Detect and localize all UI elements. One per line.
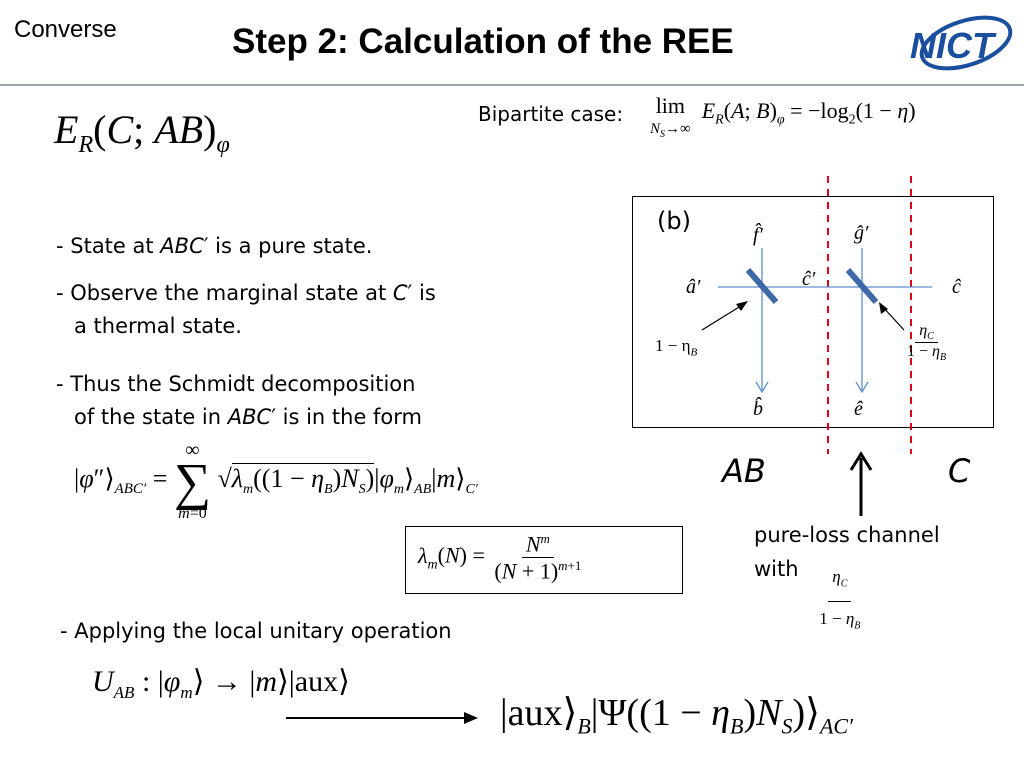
bullet-pure-state: - State at ABC′ is a pure state. <box>56 234 373 258</box>
channel-arrow <box>849 451 873 516</box>
label-b-out: b̂ <box>753 398 763 420</box>
label-e-out: ê <box>854 398 863 420</box>
bipartite-label: Bipartite case: <box>478 102 624 126</box>
label-f-prime: f̂′ <box>753 224 763 246</box>
label-c-prime: ĉ′ <box>802 268 816 290</box>
beam-diagram <box>701 176 932 454</box>
bullet-marginal-state: - Observe the marginal state at C′ is a … <box>56 281 436 338</box>
label-a-prime: â′ <box>686 276 701 298</box>
label-g-prime: ĝ′ <box>854 222 869 244</box>
label-one-minus-eta-b: 1 − ηB <box>655 336 698 359</box>
beam-splitter-c <box>845 268 879 304</box>
label-c: C <box>948 452 971 490</box>
schmidt-formula: |φ″⟩ABC′ = ∞∑m=0 √λm((1 − ηB)NS)|φm⟩AB|m… <box>74 439 478 522</box>
figure-b-label: (b) <box>657 207 691 235</box>
arrowhead-b <box>755 381 769 394</box>
pointer-eta-b <box>701 303 745 331</box>
slide-title: Step 2: Calculation of the REE <box>232 22 734 61</box>
label-c-out: ĉ <box>952 276 961 298</box>
bullet-local-unitary: - Applying the local unitary operation <box>60 619 452 643</box>
nict-logo: NICT <box>910 15 1013 71</box>
label-ab: AB <box>722 452 766 490</box>
bullet-schmidt: - Thus the Schmidt decomposition of the … <box>56 372 423 429</box>
beam-splitter-b <box>745 268 779 304</box>
figure-b-frame <box>632 196 994 428</box>
section-label: Converse <box>14 16 117 43</box>
result-formula: |aux⟩B|Ψ((1 − ηB)NS)⟩AC′ <box>500 692 853 739</box>
logo-orbit <box>919 15 1013 71</box>
lambda-formula: λm(N) = Nm(N + 1)m+1 <box>418 531 582 584</box>
arrowhead-e <box>855 381 869 394</box>
unitary-formula: UAB : |φm⟩ → |m⟩|aux⟩ <box>92 665 350 702</box>
lambda-definition-box <box>405 526 683 594</box>
ree-formula: ER(C; AB)φ <box>54 107 230 158</box>
result-arrow <box>286 712 478 724</box>
header-divider <box>0 84 1024 86</box>
logo-text: NICT <box>910 25 997 66</box>
